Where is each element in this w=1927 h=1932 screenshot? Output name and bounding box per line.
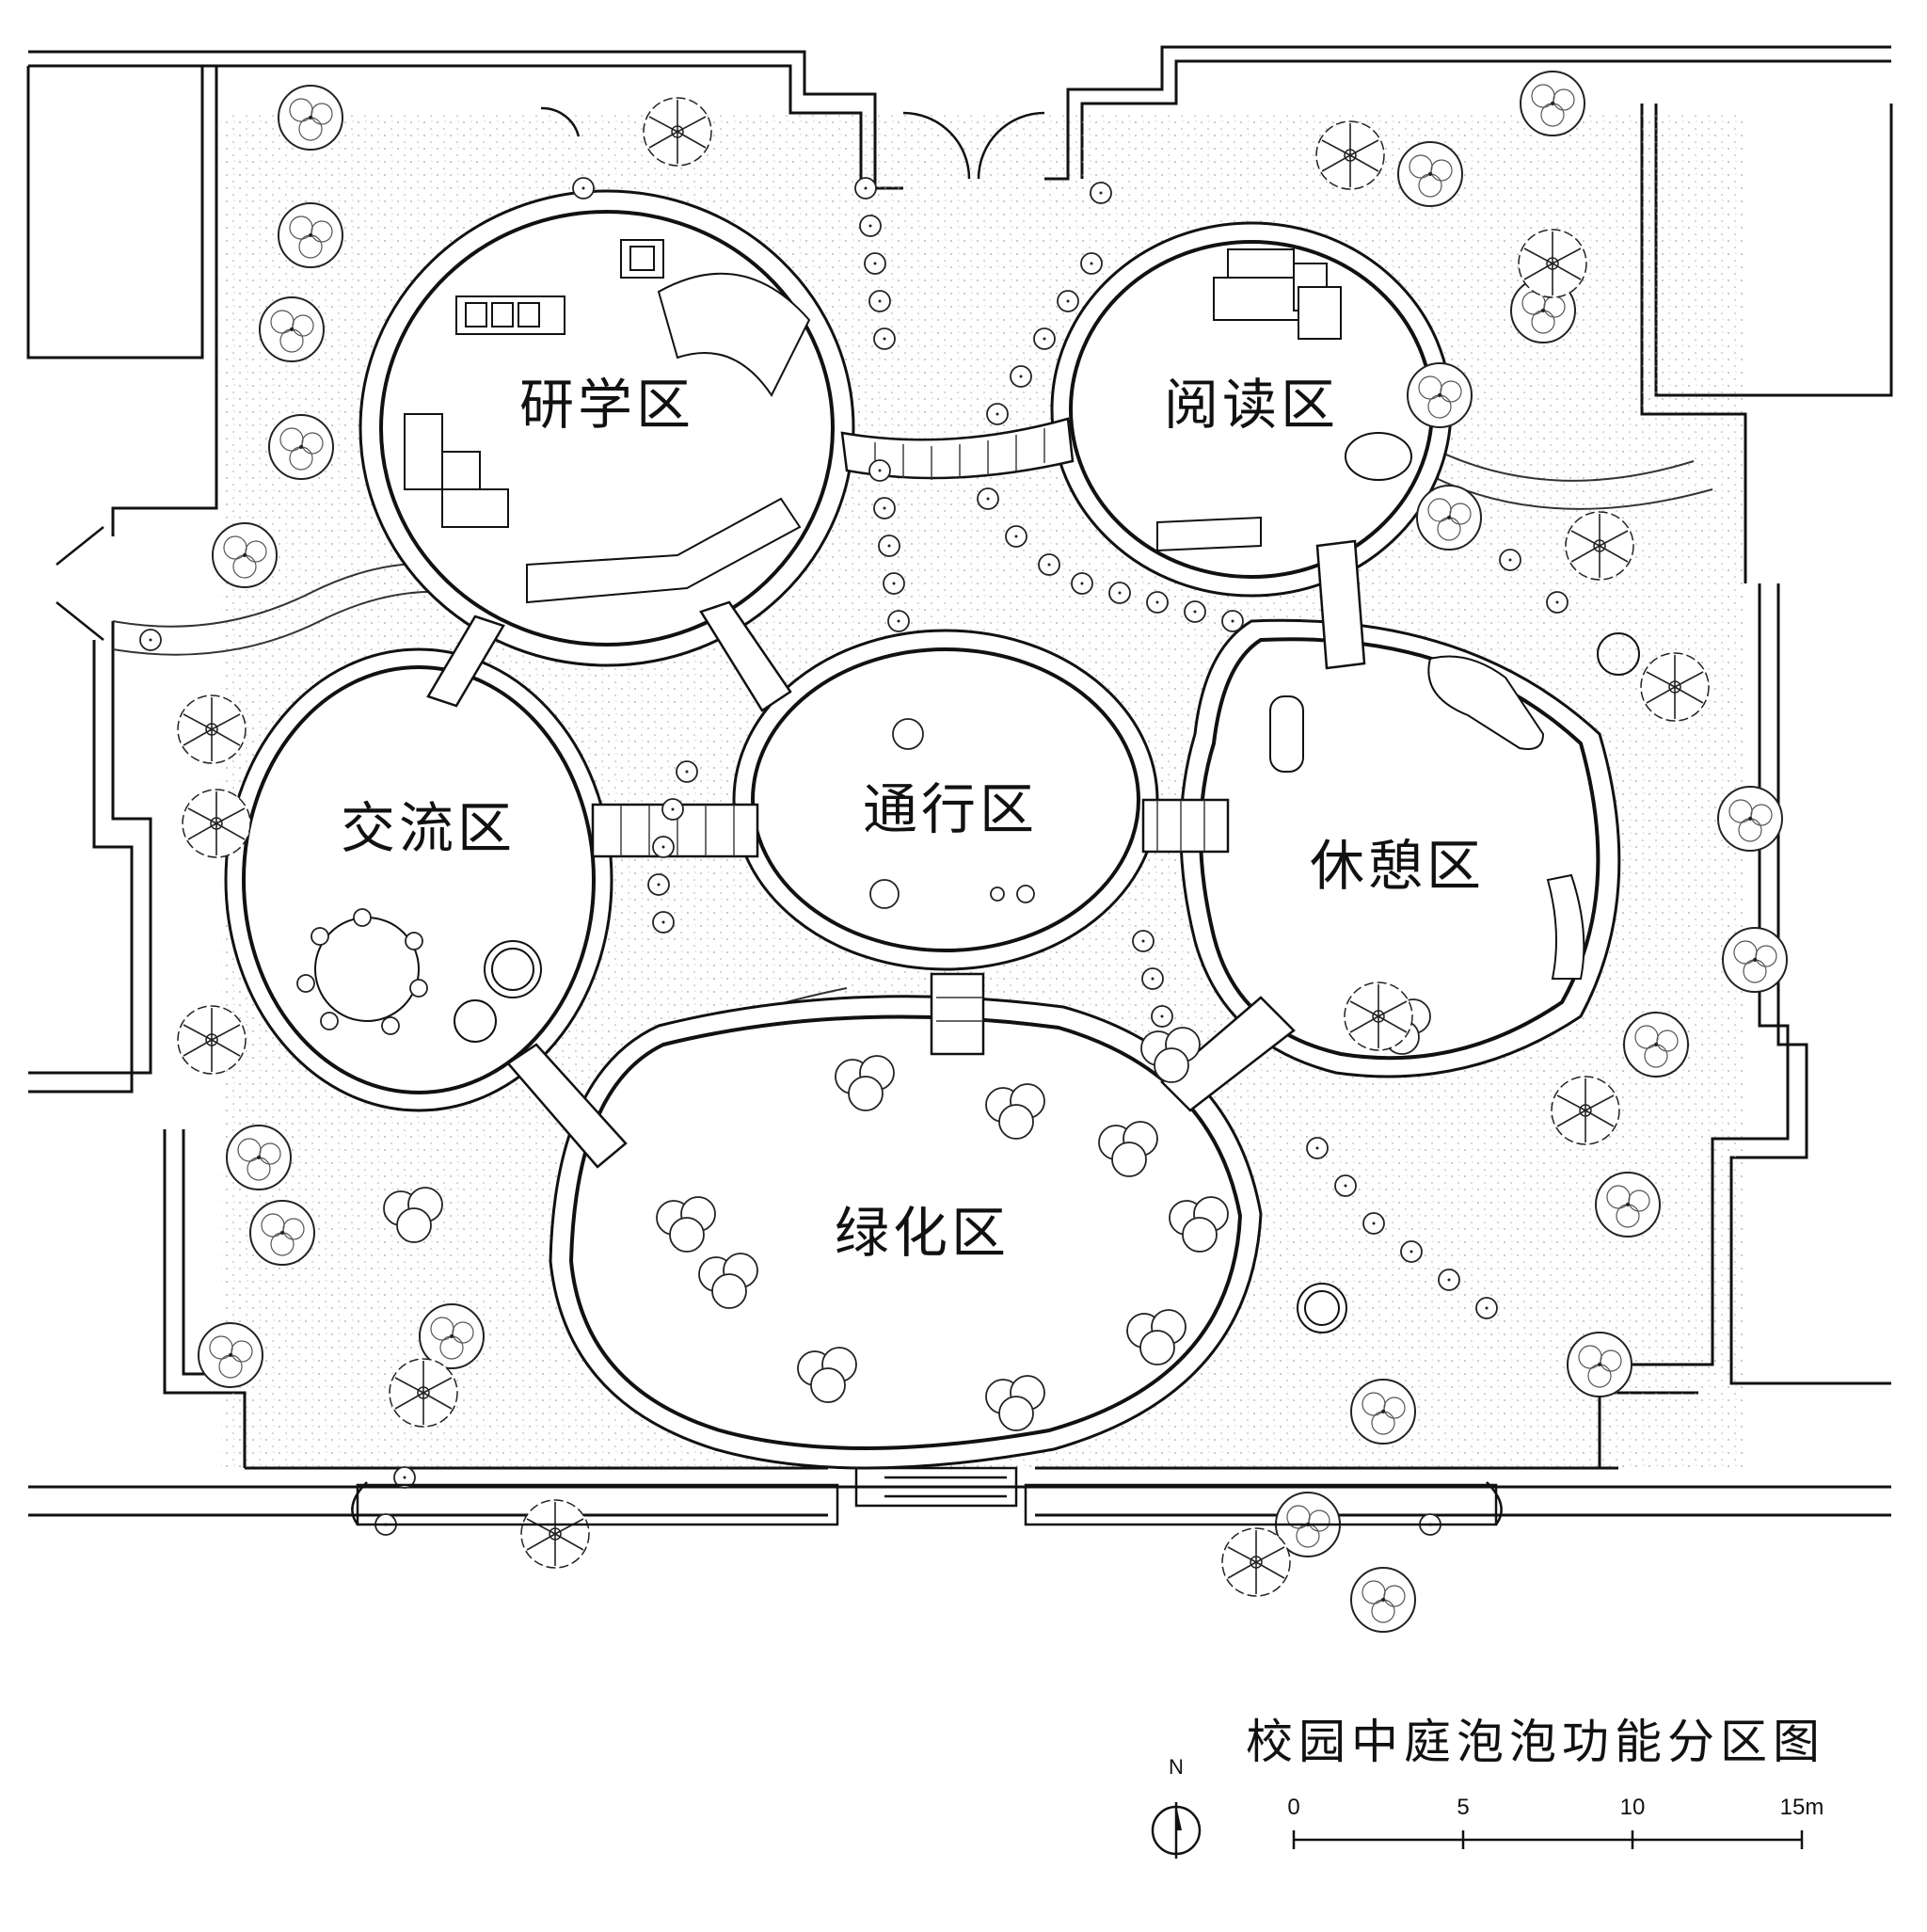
bubble-green <box>549 995 1263 1470</box>
bridges <box>426 417 1366 1169</box>
doors <box>56 106 1045 641</box>
north-label: N <box>1169 1755 1184 1779</box>
entrance <box>351 1466 1503 1526</box>
north-arrow-icon <box>1151 1802 1202 1859</box>
planter-left <box>356 1483 839 1526</box>
drawing-title: 校园中庭泡泡功能分区图 <box>1246 1715 1825 1769</box>
table-icon <box>1213 248 1342 340</box>
furniture <box>314 239 1640 1333</box>
zone-labels: 研学区 阅读区 交流区 通行区 休憩区 绿化区 <box>341 373 1485 1265</box>
zone-label-exchange: 交流区 <box>341 796 516 860</box>
zone-label-green: 绿化区 <box>835 1201 1010 1265</box>
zone-label-rest: 休憩区 <box>1310 834 1485 898</box>
scale-tick-0: 0 <box>1287 1795 1299 1820</box>
table-icon <box>620 239 664 279</box>
zone-label-reading: 阅读区 <box>1164 373 1339 437</box>
zone-label-research: 研学区 <box>519 373 694 437</box>
stools <box>296 718 1035 1035</box>
table-icon <box>314 917 420 1022</box>
scale-tick-10: 10 <box>1620 1795 1646 1820</box>
bubble-exchange <box>224 647 613 1112</box>
planter-right <box>1024 1483 1498 1526</box>
table-icon <box>455 295 565 335</box>
scale-tick-15: 15m <box>1780 1795 1824 1820</box>
scale-bar <box>1292 1830 1804 1849</box>
zone-label-passage: 通行区 <box>863 777 1038 841</box>
bridge-ticks <box>620 428 1205 1022</box>
scale-tick-5: 5 <box>1457 1795 1469 1820</box>
